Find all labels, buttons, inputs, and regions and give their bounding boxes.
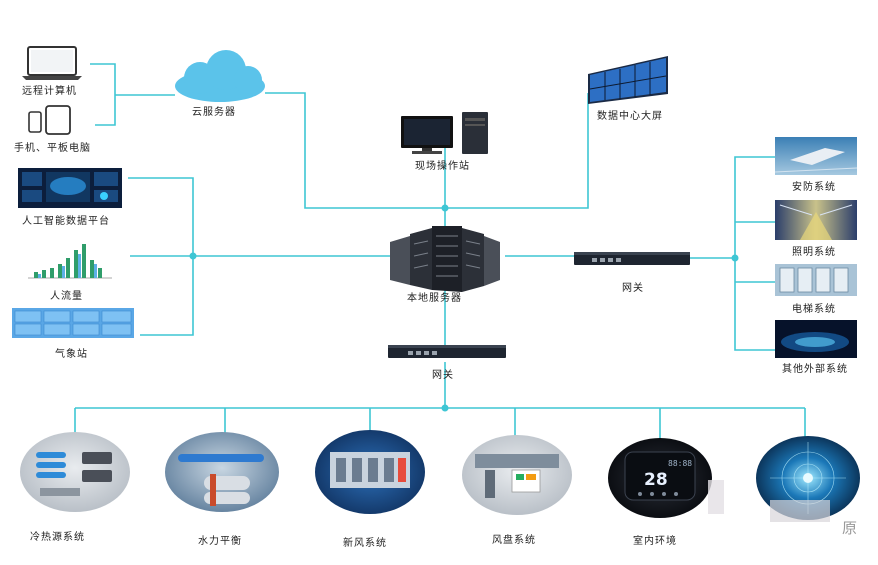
workstation-icon [401, 112, 488, 154]
line-cloud-to-server [265, 92, 445, 209]
cooling-heating-image [20, 432, 130, 512]
server-rack-icon [390, 226, 500, 292]
label-other-external: 其他外部系统 [782, 364, 848, 375]
gateway-icon [388, 345, 506, 358]
thermostat-temp: 28 [644, 470, 668, 490]
tablet-icon [45, 105, 71, 135]
security-system-image [774, 137, 858, 175]
line-screen-to-server [445, 93, 589, 209]
hydraulic-balance-image [165, 432, 279, 512]
junction-dots [189, 204, 739, 412]
label-fan-coil: 风盘系统 [492, 535, 536, 546]
ai-platform-panel [18, 168, 122, 208]
weather-station-panel [12, 308, 134, 338]
label-gateway-bottom: 网关 [432, 370, 454, 381]
lighting-system-image [775, 200, 857, 240]
people-flow-chart [28, 244, 112, 279]
line-remote-bracket [90, 63, 116, 126]
label-mobile-tablet: 手机、平板电脑 [14, 143, 91, 154]
elevator-system-image [775, 264, 857, 296]
label-elevator: 电梯系统 [792, 304, 836, 315]
label-field-station: 现场操作站 [415, 161, 470, 172]
fan-coil-image [462, 435, 572, 515]
label-fresh-air: 新风系统 [343, 538, 387, 549]
label-indoor-env: 室内环境 [633, 536, 677, 547]
label-datacenter-screen: 数据中心大屏 [597, 111, 663, 122]
label-cloud-server: 云服务器 [192, 107, 236, 118]
cloud-icon [175, 50, 265, 102]
other-external-image [775, 320, 857, 358]
thermostat-small-readout: 88:88 [668, 459, 692, 468]
label-remote-computer: 远程计算机 [22, 86, 77, 97]
label-weather-station: 气象站 [55, 349, 88, 360]
label-lighting: 照明系统 [792, 247, 836, 258]
label-cut-off: 原 [842, 519, 859, 537]
label-cooling-heating: 冷热源系统 [30, 532, 85, 543]
video-wall-icon [588, 56, 668, 104]
label-gateway-right: 网关 [622, 283, 644, 294]
line-right-bracket [734, 156, 775, 351]
gateway-icon [574, 252, 690, 265]
fresh-air-image [315, 430, 425, 514]
phone-icon [28, 111, 42, 133]
label-hydraulic-balance: 水力平衡 [198, 536, 242, 547]
label-ai-platform: 人工智能数据平台 [22, 216, 110, 227]
smart-network-image [708, 436, 860, 522]
label-security: 安防系统 [792, 182, 836, 193]
laptop-icon [22, 46, 82, 80]
label-people-flow: 人流量 [50, 291, 83, 302]
label-local-server: 本地服务器 [407, 293, 462, 304]
indoor-environment-image: 28 88:88 [608, 438, 712, 518]
